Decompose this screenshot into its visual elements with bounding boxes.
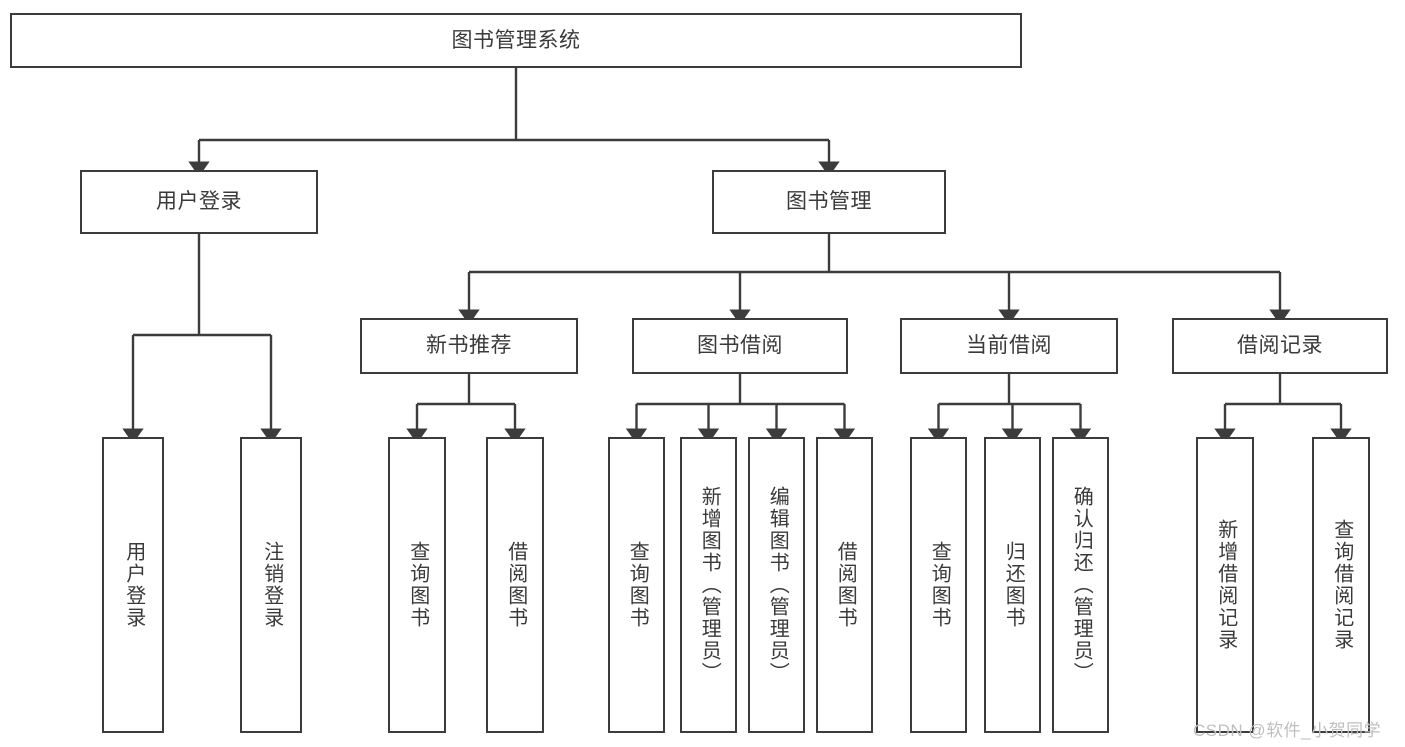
node-root[interactable]: 图书管理系统 (10, 13, 1022, 68)
node-l12[interactable]: 新增借阅记录 (1196, 437, 1254, 733)
node-label: 新书推荐 (426, 334, 512, 358)
node-label: 用户登录 (122, 541, 145, 629)
node-records[interactable]: 借阅记录 (1172, 318, 1388, 374)
node-l5[interactable]: 查询图书 (608, 437, 665, 733)
node-label: 查询图书 (928, 541, 951, 629)
node-bookmgmt[interactable]: 图书管理 (712, 170, 946, 234)
node-l11[interactable]: 确认归还（管理员） (1052, 437, 1109, 733)
edge-paths (122, 68, 1352, 444)
node-label: 编辑图书（管理员） (766, 486, 789, 684)
node-login[interactable]: 用户登录 (80, 170, 318, 234)
node-label: 查询图书 (406, 541, 429, 629)
node-l6[interactable]: 新增图书（管理员） (680, 437, 737, 733)
node-label: 用户登录 (156, 190, 242, 214)
node-l2[interactable]: 注销登录 (240, 437, 302, 733)
node-l1[interactable]: 用户登录 (102, 437, 164, 733)
node-label: 当前借阅 (966, 334, 1052, 358)
node-l4[interactable]: 借阅图书 (486, 437, 544, 733)
node-label: 新增借阅记录 (1214, 519, 1237, 651)
node-label: 查询借阅记录 (1330, 519, 1353, 651)
node-label: 归还图书 (1002, 541, 1025, 629)
node-l10[interactable]: 归还图书 (984, 437, 1041, 733)
node-borrow[interactable]: 图书借阅 (632, 318, 848, 374)
node-label: 新增图书（管理员） (698, 486, 721, 684)
node-l9[interactable]: 查询图书 (910, 437, 967, 733)
node-label: 借阅记录 (1237, 334, 1323, 358)
node-l8[interactable]: 借阅图书 (816, 437, 873, 733)
node-l13[interactable]: 查询借阅记录 (1312, 437, 1370, 733)
node-label: 借阅图书 (834, 541, 857, 629)
node-label: 注销登录 (260, 541, 283, 629)
node-label: 图书借阅 (697, 334, 783, 358)
node-l3[interactable]: 查询图书 (388, 437, 446, 733)
node-current[interactable]: 当前借阅 (900, 318, 1118, 374)
node-label: 图书管理 (786, 190, 872, 214)
node-label: 借阅图书 (504, 541, 527, 629)
node-l7[interactable]: 编辑图书（管理员） (748, 437, 805, 733)
node-label: 查询图书 (626, 541, 649, 629)
node-label: 图书管理系统 (451, 28, 581, 52)
node-newbook[interactable]: 新书推荐 (360, 318, 578, 374)
node-label: 确认归还（管理员） (1070, 486, 1093, 684)
